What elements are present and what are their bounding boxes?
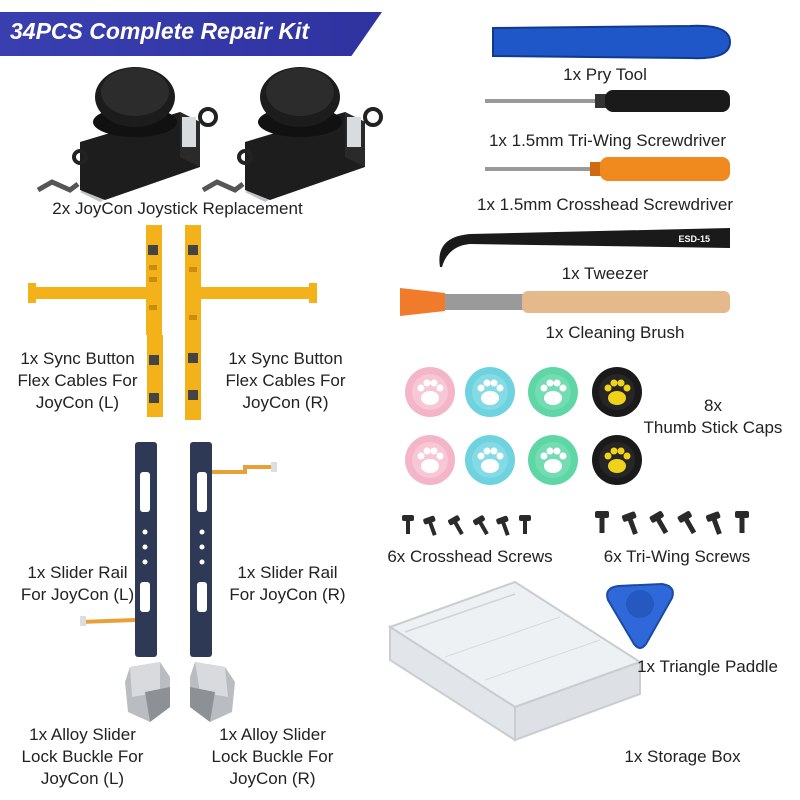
sync-flex-cable-right-image: [185, 225, 317, 420]
alloy-buckle-right-label: 1x Alloy Slider Lock Buckle For JoyCon (…: [211, 725, 334, 788]
pry-tool-label: 1x Pry Tool: [563, 65, 647, 84]
thumb-stick-caps-label: 8x Thumb Stick Caps: [643, 396, 783, 437]
pry-tool-image: [492, 24, 732, 60]
joystick-label: 2x JoyCon Joystick Replacement: [52, 199, 303, 218]
sync-flex-cable-left-lower: [147, 335, 163, 417]
cap-cyan-1: [465, 367, 515, 417]
crosshead-screws-label: 6x Crosshead Screws: [387, 547, 553, 566]
cap-pink-1: [405, 367, 455, 417]
triwing-screws-image: [595, 511, 749, 535]
sync-cable-left-label: 1x Sync Button Flex Cables For JoyCon (L…: [17, 349, 138, 412]
cleaning-brush-image: [400, 288, 730, 316]
sync-flex-cable-left-image: [28, 225, 162, 335]
thumb-stick-caps-image: [405, 367, 642, 485]
slider-rail-right-image: [190, 442, 277, 657]
tweezer-marking: ESD-15: [678, 234, 710, 244]
cap-cyan-2: [465, 435, 515, 485]
slider-rail-left-image: [79, 442, 157, 657]
cap-black-1: [592, 367, 642, 417]
slider-rail-right-label: 1x Slider Rail For JoyCon (R): [229, 563, 346, 604]
alloy-buckle-left-label: 1x Alloy Slider Lock Buckle For JoyCon (…: [21, 725, 144, 788]
kit-title: 34PCS Complete Repair Kit: [10, 18, 310, 44]
alloy-buckle-right-image: [190, 662, 235, 722]
cap-black-2: [592, 435, 642, 485]
cap-mint-2: [528, 435, 578, 485]
crosshead-screwdriver-image: [485, 157, 730, 181]
triangle-paddle-image: [606, 582, 674, 649]
alloy-buckle-left-image: [125, 662, 170, 722]
cap-mint-1: [528, 367, 578, 417]
joystick-right: [201, 67, 383, 202]
joystick-image: [36, 67, 383, 202]
triwing-screws-label: 6x Tri-Wing Screws: [603, 547, 751, 566]
slider-rail-left-label: 1x Slider Rail For JoyCon (L): [20, 563, 135, 604]
tweezer-label: 1x Tweezer: [561, 264, 649, 283]
triwing-screwdriver-label: 1x 1.5mm Tri-Wing Screwdriver: [488, 131, 727, 150]
triangle-paddle-label: 1x Triangle Paddle: [637, 657, 778, 676]
sync-cable-right-label: 1x Sync Button Flex Cables For JoyCon (R…: [225, 349, 346, 412]
cleaning-brush-label: 1x Cleaning Brush: [545, 323, 685, 342]
joystick-left: [36, 67, 218, 202]
title-banner: [0, 12, 382, 56]
tweezer-image: ESD-15: [439, 228, 730, 267]
crosshead-screwdriver-label: 1x 1.5mm Crosshead Screwdriver: [476, 195, 734, 214]
cap-pink-2: [405, 435, 455, 485]
triwing-screwdriver-image: [485, 90, 730, 112]
storage-box-label: 1x Storage Box: [624, 747, 741, 766]
crosshead-screws-image: [402, 515, 531, 536]
storage-box-image: [387, 580, 643, 742]
